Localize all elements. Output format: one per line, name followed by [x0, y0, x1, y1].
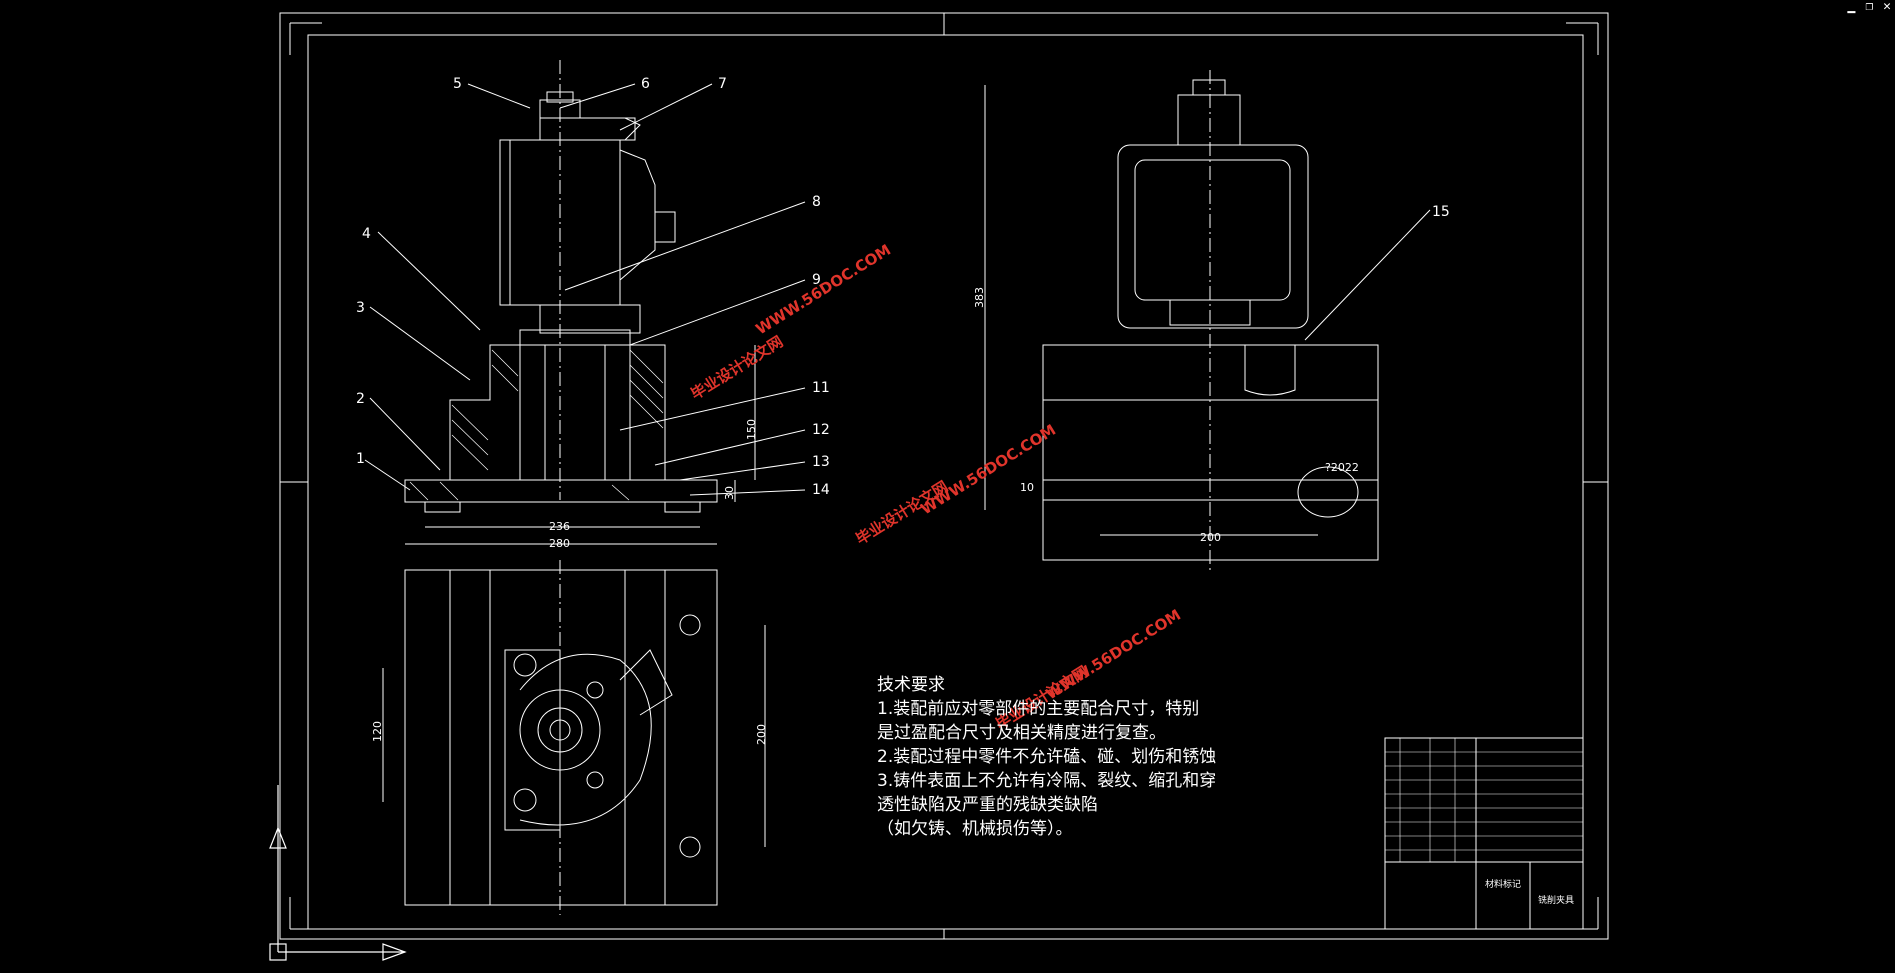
tech-req-line: （如欠铸、机械损伤等）。	[877, 819, 1073, 839]
watermark-brand-2: 毕业设计论文网	[853, 477, 952, 548]
watermark-brand-1: 毕业设计论文网	[688, 332, 787, 403]
title-block-material: 材料标记	[1485, 878, 1521, 890]
dim-30: 30	[723, 486, 736, 500]
part-label-9: 9	[812, 272, 821, 288]
restore-icon[interactable]: ❐	[1865, 0, 1874, 14]
part-label-5: 5	[453, 76, 462, 92]
dim-383: 383	[973, 287, 986, 308]
part-label-15: 15	[1432, 204, 1450, 220]
technical-requirements: 技术要求 1.装配前应对零部件的主要配合尺寸，特别 是过盈配合尺寸及相关精度进行…	[877, 673, 1216, 841]
ucs-icon	[269, 785, 407, 961]
part-label-8: 8	[812, 194, 821, 210]
close-icon[interactable]: ✕	[1883, 0, 1891, 14]
front-section-view	[364, 60, 806, 545]
part-label-7: 7	[718, 76, 727, 92]
dim-150: 150	[745, 419, 758, 440]
window-controls: ▁ ❐ ✕	[1848, 0, 1891, 14]
dim-120: 120	[371, 721, 384, 742]
dim-10: 10	[1020, 481, 1034, 494]
part-label-13: 13	[812, 454, 830, 470]
part-label-14: 14	[812, 482, 830, 498]
title-block	[1384, 737, 1584, 930]
part-label-2: 2	[356, 391, 365, 407]
part-label-6: 6	[641, 76, 650, 92]
part-label-3: 3	[356, 300, 365, 316]
part-label-4: 4	[362, 226, 371, 242]
side-view	[984, 70, 1431, 570]
dim-phi22: ?2022	[1325, 461, 1359, 474]
dim-200-plan: 200	[755, 724, 768, 745]
watermark-site-2: WWW.56DOC.COM	[918, 421, 1059, 519]
part-label-1: 1	[356, 451, 365, 467]
tech-req-line: 是过盈配合尺寸及相关精度进行复查。	[877, 723, 1166, 743]
title-block-drawing-name: 铣削夹具	[1538, 894, 1574, 906]
part-label-11: 11	[812, 380, 830, 396]
tech-req-line: 3.铸件表面上不允许有冷隔、裂纹、缩孔和穿	[877, 771, 1217, 791]
tech-req-line: 2.装配过程中零件不允许磕、碰、划伤和锈蚀	[877, 747, 1217, 767]
dim-236: 236	[549, 520, 570, 533]
tech-req-line: 1.装配前应对零部件的主要配合尺寸，特别	[877, 699, 1200, 719]
minimize-icon[interactable]: ▁	[1847, 0, 1856, 14]
tech-req-line: 透性缺陷及严重的残缺类缺陷	[877, 795, 1098, 815]
dim-200-side: 200	[1200, 531, 1221, 544]
plan-view	[382, 560, 766, 915]
watermark-site-1: WWW.56DOC.COM	[753, 241, 894, 339]
tech-req-title: 技术要求	[877, 675, 945, 695]
part-label-12: 12	[812, 422, 830, 438]
dim-280: 280	[549, 537, 570, 550]
